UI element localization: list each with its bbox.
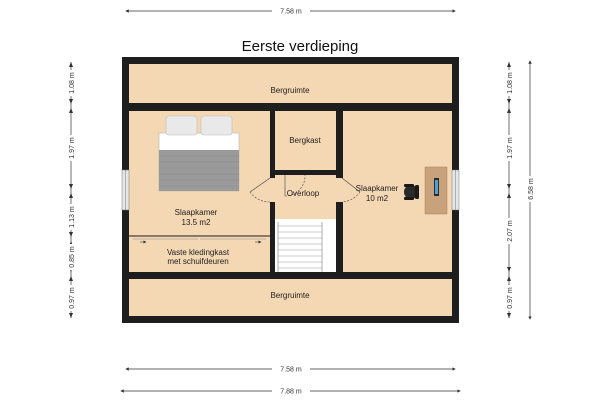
dimension-bottom-outer: 7.88 m (120, 386, 461, 396)
room-kledingkast-line1: Vaste kledingkast (167, 248, 230, 257)
floor-bergkast (275, 111, 336, 170)
room-bergruimte-bottom: Bergruimte (270, 291, 310, 300)
staircase-icon (275, 219, 336, 272)
dimension-right-total-label: 6.58 m (528, 178, 535, 200)
dimension-right-4: 0.97 m (507, 287, 514, 309)
room-bergkast: Bergkast (289, 136, 321, 145)
dimension-left-4: 0.85 m (69, 246, 76, 268)
dimension-left: 1.08 m 1.97 m 1.13 m 0.85 m 0.97 m (65, 62, 77, 318)
dimension-top: 7.58 m (125, 6, 456, 16)
room-slaapkamer-right-area: 10 m2 (366, 194, 389, 203)
dimension-left-2: 1.97 m (69, 137, 76, 159)
dimension-left-1: 1.08 m (69, 72, 76, 94)
windows (121, 169, 460, 211)
dimension-bottom-outer-label: 7.88 m (280, 389, 302, 396)
dimension-right-2: 1.97 m (507, 137, 514, 159)
dimension-bottom-inner-label: 7.58 m (280, 367, 302, 374)
floor-bergruimte-bottom (129, 279, 452, 316)
floor-bergruimte-top (129, 64, 452, 103)
room-slaapkamer-right-name: Slaapkamer (356, 184, 399, 193)
plan-title: Eerste verdieping (242, 38, 359, 55)
room-kledingkast-line2: met schuifdeuren (167, 257, 228, 266)
room-overloop: Overloop (287, 189, 320, 198)
dimension-right-1: 1.08 m (507, 72, 514, 94)
double-bed-icon (158, 115, 240, 192)
dimension-left-5: 0.97 m (69, 287, 76, 309)
dimension-top-label: 7.58 m (280, 9, 302, 16)
wardrobe (129, 235, 270, 244)
dimension-right-3: 2.07 m (507, 220, 514, 242)
room-slaapkamer-left-area: 13.5 m2 (182, 218, 211, 227)
room-bergruimte-top: Bergruimte (270, 86, 310, 95)
desk-icon (424, 166, 448, 215)
office-chair-icon (404, 184, 419, 200)
swing-door-icon (249, 174, 361, 203)
dimension-right: 1.08 m 1.97 m 2.07 m 0.97 m (503, 62, 515, 318)
room-slaapkamer-left-name: Slaapkamer (175, 208, 218, 217)
dimension-right-total: 6.58 m (524, 60, 536, 320)
dimension-bottom-inner: 7.58 m (125, 364, 456, 374)
dimension-left-3: 1.13 m (69, 206, 76, 228)
